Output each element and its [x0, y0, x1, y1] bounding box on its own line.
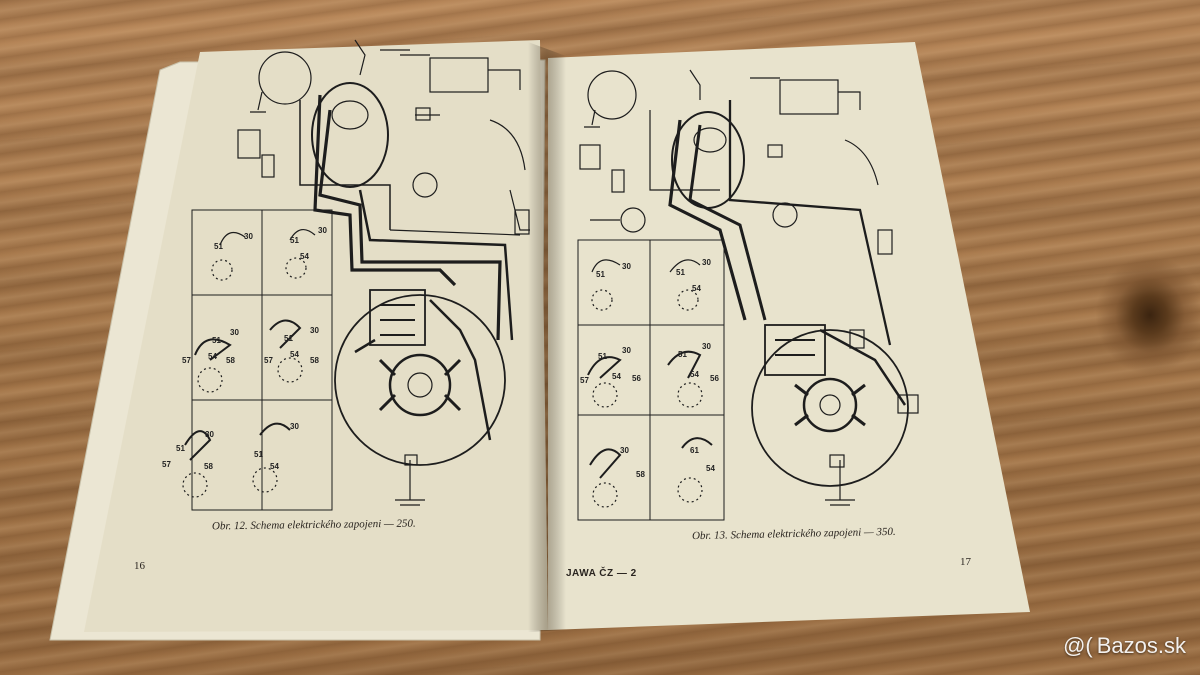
right-switch-label: 30	[702, 342, 711, 351]
watermark-text: Bazos.sk	[1096, 633, 1186, 658]
right-switch-label: 56	[710, 374, 719, 383]
right-page-footer: JAWA ČZ — 2	[566, 568, 637, 579]
left-regulator	[369, 289, 426, 346]
left-switch-label: 51	[212, 336, 221, 345]
at-icon: @(	[1063, 633, 1093, 658]
left-battery	[429, 57, 489, 93]
left-switch-label: 58	[204, 462, 213, 471]
right-switch-label: 57	[580, 376, 589, 385]
left-switch-label: 51	[284, 334, 293, 343]
right-switch-label: 30	[622, 346, 631, 355]
left-switch-label: 30	[244, 232, 253, 241]
right-switch-label: 51	[598, 352, 607, 361]
right-headlamp	[587, 70, 637, 120]
right-switch-label: 54	[612, 372, 621, 381]
left-switch-label: 58	[310, 356, 319, 365]
left-switch-label: 30	[205, 430, 214, 439]
right-switch-label: 54	[692, 284, 701, 293]
right-switch-label: 30	[622, 262, 631, 271]
book-gutter	[528, 42, 566, 632]
right-switch-label: 61	[690, 446, 699, 455]
left-switch-label: 30	[290, 422, 299, 431]
left-switch-label: 58	[226, 356, 235, 365]
right-switch-label: 30	[620, 446, 629, 455]
right-page	[548, 42, 1030, 630]
left-switch-label: 54	[290, 350, 299, 359]
right-generator	[751, 329, 909, 487]
right-switch-label: 54	[706, 464, 715, 473]
left-horn	[237, 129, 261, 159]
right-switch-label: 51	[678, 350, 687, 359]
left-switch-label: 51	[176, 444, 185, 453]
left-switch-label: 54	[208, 352, 217, 361]
left-switch-label: 51	[254, 450, 263, 459]
left-instrument-panel	[311, 82, 389, 188]
left-page	[84, 40, 548, 632]
right-switch-label: 51	[676, 268, 685, 277]
right-switch-label: 54	[690, 370, 699, 379]
left-page-number: 16	[134, 560, 145, 572]
left-switch-label: 54	[300, 252, 309, 261]
left-switch-label: 57	[162, 460, 171, 469]
left-switch-label: 51	[214, 242, 223, 251]
left-switch-label: 54	[270, 462, 279, 471]
left-wiring-diagram	[182, 39, 530, 511]
left-switch-label: 30	[318, 226, 327, 235]
left-switch-label: 51	[290, 236, 299, 245]
right-wiring-diagram	[577, 69, 919, 521]
left-switch-label: 30	[310, 326, 319, 335]
right-battery	[779, 79, 839, 115]
right-switch-label: 58	[636, 470, 645, 479]
right-switch-label: 30	[702, 258, 711, 267]
left-generator	[334, 294, 506, 466]
left-headlamp	[258, 51, 312, 105]
right-horn	[579, 144, 601, 170]
right-page-number: 17	[960, 556, 971, 568]
site-watermark: @( Bazos.sk	[1063, 633, 1186, 659]
right-switch-label: 56	[632, 374, 641, 383]
right-regulator	[764, 324, 826, 376]
right-switch-label: 51	[596, 270, 605, 279]
left-switch-label: 30	[230, 328, 239, 337]
wood-knot	[1095, 255, 1200, 375]
left-switch-label: 57	[182, 356, 191, 365]
left-switch-label: 57	[264, 356, 273, 365]
